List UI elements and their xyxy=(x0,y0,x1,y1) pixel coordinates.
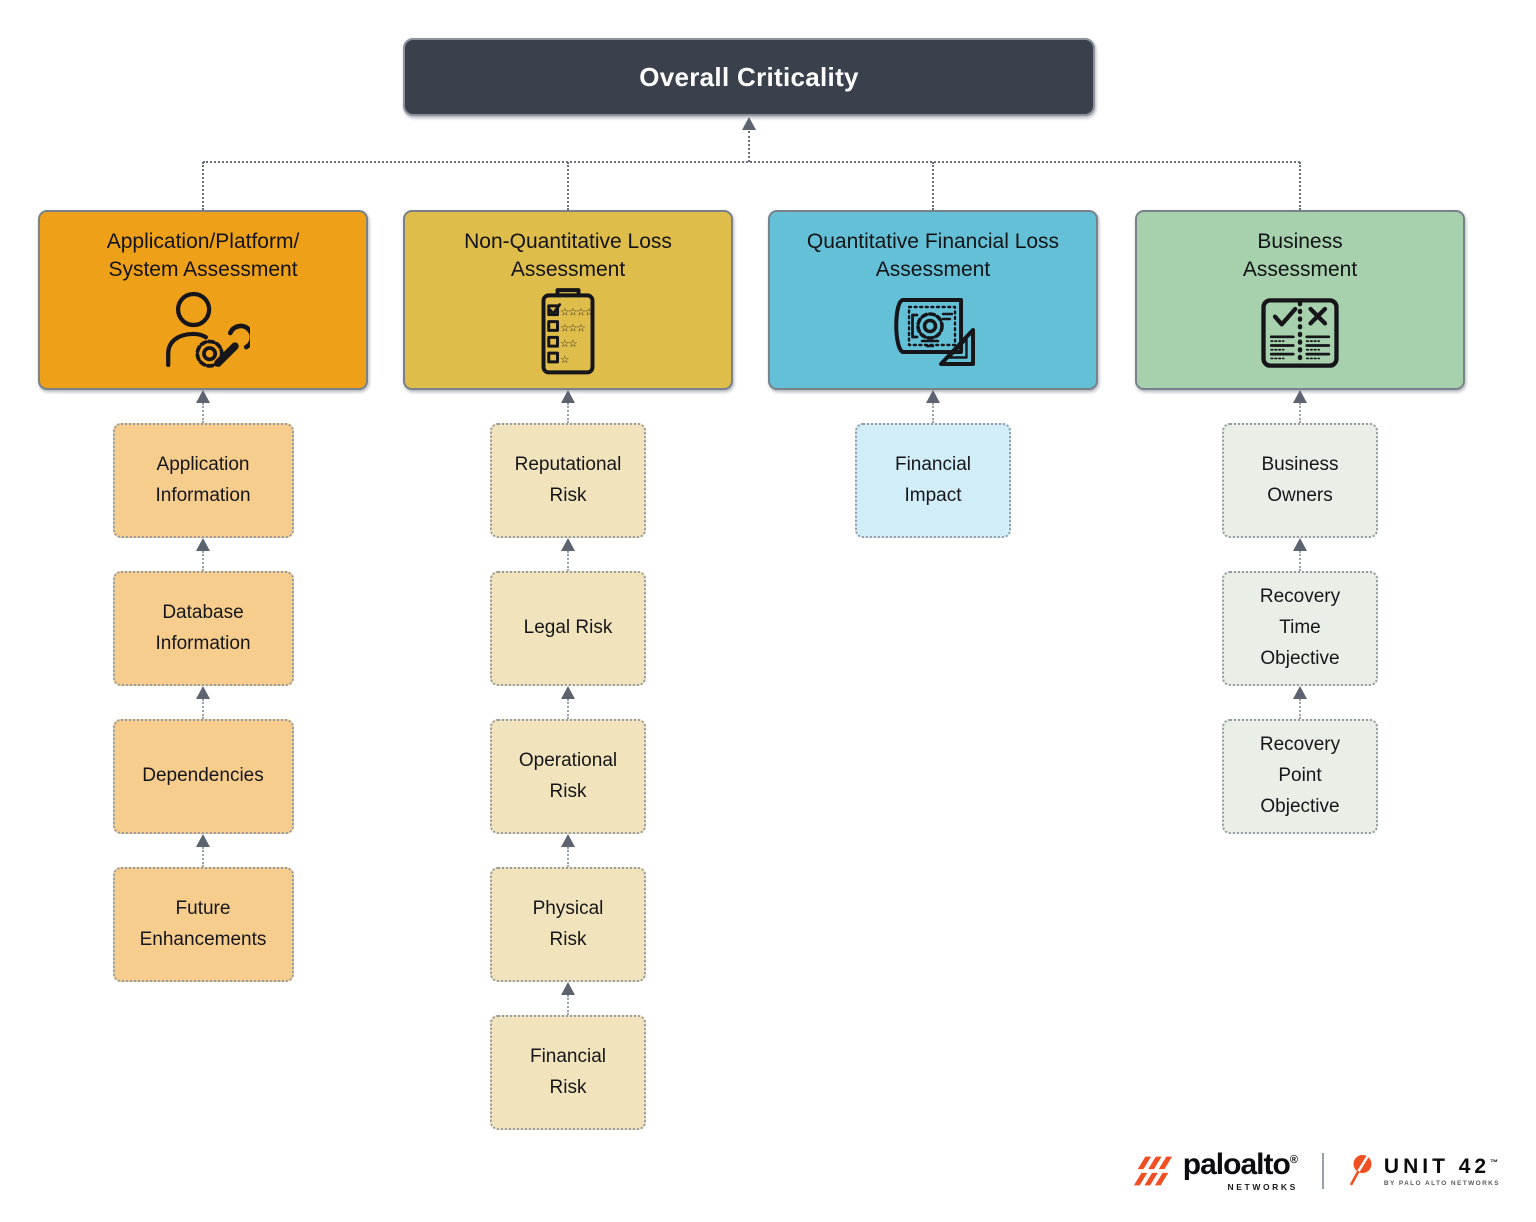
node-financial-impact: Financial Impact xyxy=(855,423,1011,538)
up-arrow-connector xyxy=(1293,390,1307,423)
root-node-overall-criticality: Overall Criticality xyxy=(403,38,1095,116)
svg-text:☆☆: ☆☆ xyxy=(560,338,577,350)
paloalto-logo-icon xyxy=(1133,1156,1172,1186)
node-financial-risk: Financial Risk xyxy=(490,1015,646,1130)
unit42-wordmark: UNIT 42™ xyxy=(1383,1154,1499,1178)
category-title: Non-Quantitative Loss Assessment xyxy=(464,230,672,281)
column-non-quantitative-loss: Non-Quantitative Loss Assessment ☆☆☆☆ ☆☆… xyxy=(403,210,733,1130)
up-arrow-connector xyxy=(561,982,575,1015)
connector-drop-quantitative xyxy=(932,162,934,210)
technician-wrench-gear-icon xyxy=(156,284,250,388)
svg-text:☆: ☆ xyxy=(560,354,569,366)
node-reputational-risk: Reputational Risk xyxy=(490,423,646,538)
node-future-enhancements: Future Enhancements xyxy=(112,867,294,982)
up-arrow-connector xyxy=(196,834,210,867)
connector-drop-business xyxy=(1299,162,1301,210)
up-arrow-connector xyxy=(1293,538,1307,571)
category-title: Quantitative Financial Loss Assessment xyxy=(806,230,1060,281)
up-arrow-connector xyxy=(1293,686,1307,719)
up-arrow-connector xyxy=(561,834,575,867)
column-business-assessment: Business Assessment Business Owners xyxy=(1135,210,1465,834)
connector-trunk xyxy=(203,161,1300,163)
paloalto-networks-logo: paloalto® NETWORKS xyxy=(1132,1150,1298,1192)
svg-text:☆☆☆☆: ☆☆☆☆ xyxy=(560,306,593,318)
up-arrow-connector xyxy=(561,390,575,423)
up-arrow-connector xyxy=(561,538,575,571)
up-arrow-connector xyxy=(196,686,210,719)
connector-arrowhead-up xyxy=(742,117,756,130)
connector-riser xyxy=(748,131,750,162)
connector-drop-application xyxy=(202,162,204,210)
svg-text:☆☆☆: ☆☆☆ xyxy=(560,322,585,334)
node-recovery-time-objective: Recovery Time Objective xyxy=(1222,571,1378,686)
up-arrow-connector xyxy=(926,390,940,423)
column-application-platform-system: Application/Platform/ System Assessment … xyxy=(38,210,368,982)
footer-divider xyxy=(1321,1153,1324,1189)
node-recovery-point-objective: Recovery Point Objective xyxy=(1222,719,1378,834)
child-stack-non-quantitative: Reputational Risk Legal Risk Operational… xyxy=(490,390,646,1130)
blueprint-gear-ruler-icon xyxy=(881,284,985,388)
category-non-quantitative-loss-assessment: Non-Quantitative Loss Assessment ☆☆☆☆ ☆☆… xyxy=(403,210,733,390)
node-dependencies: Dependencies xyxy=(112,719,294,834)
rating-checklist-stars-icon: ☆☆☆☆ ☆☆☆ ☆☆ ☆ xyxy=(524,284,612,388)
connector-drop-non-quantitative xyxy=(567,162,569,210)
node-legal-risk: Legal Risk xyxy=(490,571,646,686)
child-stack-business: Business Owners Recovery Time Objective … xyxy=(1222,390,1378,834)
node-operational-risk: Operational Risk xyxy=(490,719,646,834)
category-title: Business Assessment xyxy=(1242,230,1358,281)
paloalto-networks-subtext: NETWORKS xyxy=(1227,1182,1298,1192)
unit42-subtext: BY PALO ALTO NETWORKS xyxy=(1383,1179,1500,1187)
category-title: Application/Platform/ System Assessment xyxy=(106,230,300,281)
paloalto-wordmark: paloalto® xyxy=(1182,1148,1298,1181)
node-business-owners: Business Owners xyxy=(1222,423,1378,538)
child-stack-application: Application Information Database Informa… xyxy=(112,390,294,982)
unit42-logo-icon xyxy=(1350,1155,1372,1186)
column-quantitative-financial-loss: Quantitative Financial Loss Assessment xyxy=(768,210,1098,538)
child-stack-quantitative: Financial Impact xyxy=(855,390,1011,538)
root-node-label: Overall Criticality xyxy=(639,61,859,92)
unit42-logo: UNIT 42™ BY PALO ALTO NETWORKS xyxy=(1348,1153,1500,1189)
node-application-information: Application Information xyxy=(112,423,294,538)
brand-footer: paloalto® NETWORKS UNIT 42™ BY PALO ALTO… xyxy=(1132,1150,1500,1192)
category-application-platform-system-assessment: Application/Platform/ System Assessment xyxy=(38,210,368,390)
up-arrow-connector xyxy=(196,538,210,571)
category-quantitative-financial-loss-assessment: Quantitative Financial Loss Assessment xyxy=(768,210,1098,390)
up-arrow-connector xyxy=(196,390,210,423)
pros-cons-checklist-icon xyxy=(1252,284,1348,388)
up-arrow-connector xyxy=(561,686,575,719)
category-business-assessment: Business Assessment xyxy=(1135,210,1465,390)
node-physical-risk: Physical Risk xyxy=(490,867,646,982)
node-database-information: Database Information xyxy=(112,571,294,686)
